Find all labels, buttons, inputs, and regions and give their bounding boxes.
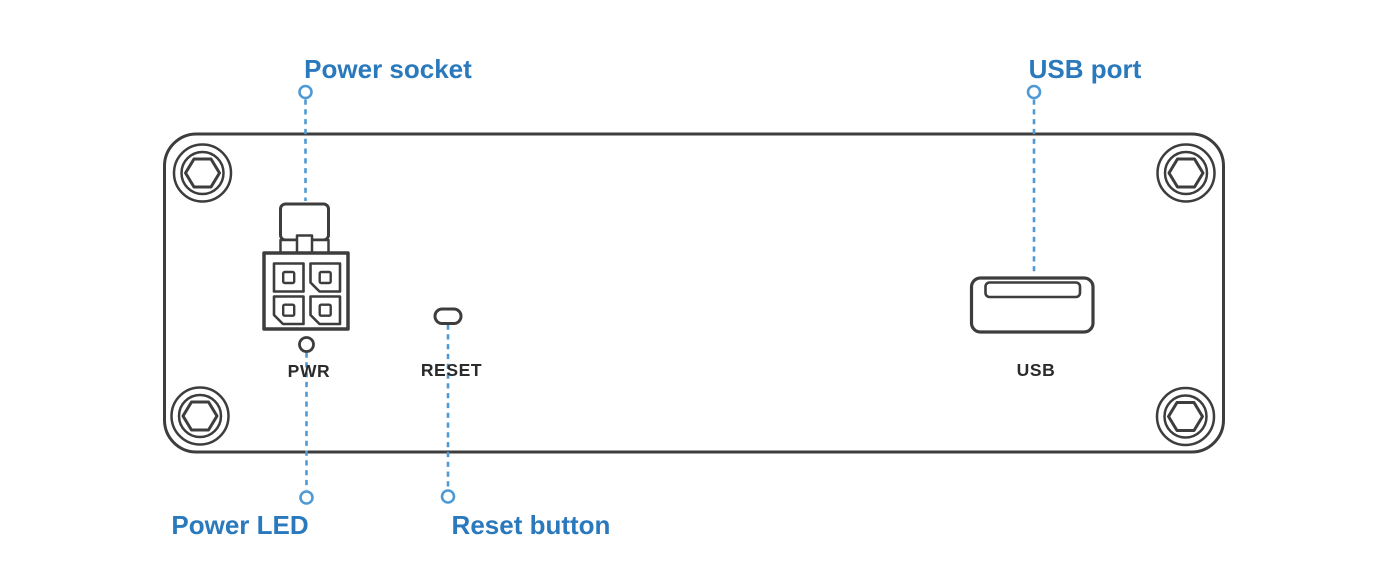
corner-screw-bottom-left	[170, 386, 230, 446]
connector-pin-hole	[318, 270, 332, 285]
callout-dot-usb-port	[1026, 84, 1042, 100]
callout-label-reset-button: Reset button	[452, 510, 611, 540]
callout-dot-power-socket	[298, 84, 313, 100]
connector-pin-hole	[282, 270, 296, 285]
screw-hex-socket-icon	[1167, 157, 1205, 189]
callout-label-power-led: Power LED	[171, 510, 308, 540]
corner-screw-bottom-right	[1155, 386, 1216, 447]
device-panel-outline	[163, 132, 1225, 454]
panel-label-usb: USB	[1017, 360, 1056, 380]
panel-label-pwr: PWR	[288, 361, 331, 381]
usb-port-tongue	[984, 281, 1082, 299]
screw-hex-socket-icon	[1167, 401, 1204, 432]
callout-label-usb-port: USB port	[1029, 54, 1142, 84]
usb-port-connector	[969, 276, 1095, 334]
callout-dot-reset-button	[440, 489, 456, 504]
power-led-indicator	[298, 336, 315, 353]
callout-label-power-socket: Power socket	[304, 54, 472, 84]
power-socket-connector	[262, 202, 350, 331]
corner-screw-top-right	[1156, 143, 1216, 203]
reset-button-hole	[433, 307, 463, 325]
screw-hex-socket-icon	[181, 400, 219, 432]
connector-pin-hole	[318, 303, 332, 317]
screw-hex-socket-icon	[184, 157, 221, 189]
callout-dot-power-led	[299, 490, 314, 505]
connector-latch-notch	[295, 234, 314, 255]
panel-label-reset: RESET	[421, 360, 482, 380]
corner-screw-top-left	[172, 143, 233, 203]
connector-pin-hole	[282, 303, 296, 317]
